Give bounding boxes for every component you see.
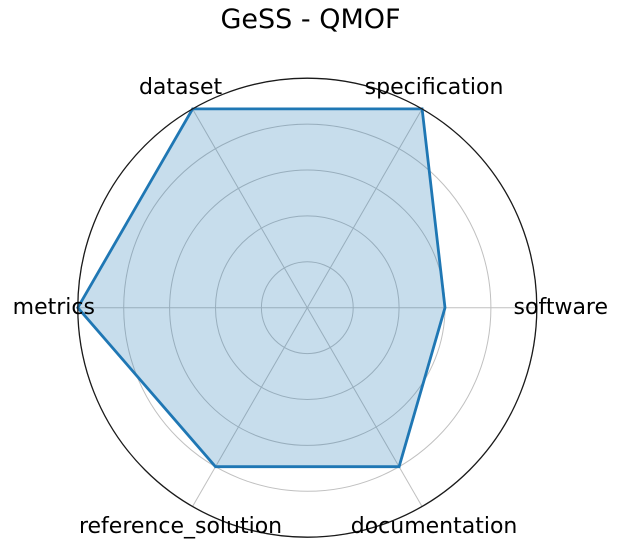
- spoke-gridline: [306, 108, 423, 308]
- axis-label-reference_solution: reference_solution: [78, 514, 283, 540]
- outer-circle: [77, 77, 538, 538]
- axis-label-documentation: documentation: [350, 514, 518, 540]
- chart-title: GeSS - QMOF: [220, 4, 401, 35]
- axis-label-metrics: metrics: [12, 294, 95, 320]
- spoke-gridline: [306, 307, 423, 507]
- axis-label-dataset: dataset: [138, 75, 223, 101]
- axis-label-specification: specification: [364, 75, 504, 101]
- axis-label-software: software: [513, 294, 609, 320]
- spoke-gridline: [192, 307, 308, 507]
- data-polygon: [76, 107, 447, 469]
- spoke-gridline: [192, 108, 308, 308]
